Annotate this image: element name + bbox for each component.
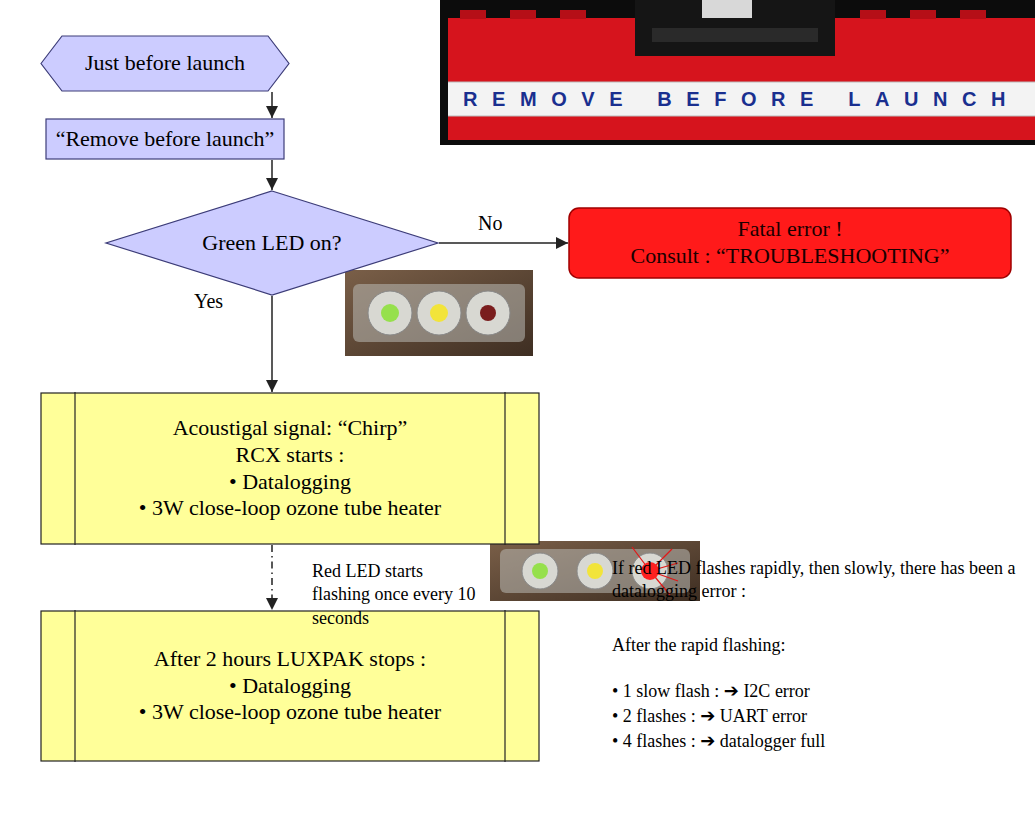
yellow-led [430, 304, 448, 322]
edge-label: Red LED starts flashing once every 10 se… [312, 560, 484, 630]
error-box: Fatal error !Consult : “TROUBLESHOOTING” [568, 207, 1012, 279]
stud [460, 10, 486, 19]
process-side-bar [74, 392, 75, 545]
node-text: RCX starts : [236, 442, 345, 469]
diamond-outline [106, 191, 438, 295]
pin [702, 0, 752, 18]
box-outline [41, 393, 539, 544]
node-text: Acoustigal signal: “Chirp” [173, 415, 408, 442]
flow-arrow [271, 92, 273, 118]
note-text: If red LED flashes rapidly, then slowly,… [612, 557, 1030, 604]
error-code: • 2 flashes : ➔ UART error [612, 705, 1030, 728]
error-code: • 1 slow flash : ➔ I2C error [612, 680, 1030, 703]
node-text: Green LED on? [202, 230, 341, 257]
stud [860, 10, 886, 19]
node-text: • Datalogging [229, 469, 351, 496]
led-ring [368, 291, 412, 335]
error-code: • 4 flashes : ➔ datalogger full [612, 730, 1030, 753]
black-brick [635, 0, 835, 56]
flow-arrow [271, 545, 273, 610]
led-ring [466, 291, 510, 335]
decision-diamond: Green LED on? [105, 190, 439, 296]
white-strip [448, 82, 1035, 116]
strip-edge [448, 116, 1035, 117]
flow-arrow [271, 296, 273, 392]
photo-background [345, 270, 533, 356]
node-text: “Remove before launch” [56, 126, 275, 153]
predefined-process: After 2 hours LUXPAK stops :• Dataloggin… [40, 610, 540, 762]
process-side-bar [504, 610, 505, 762]
photo-background [440, 0, 1035, 145]
node-text: • 3W close-loop ozone tube heater [139, 495, 441, 522]
rounded-outline [569, 208, 1011, 278]
flow-arrow [271, 160, 273, 190]
process-box: “Remove before launch” [45, 118, 285, 160]
predefined-process: Acoustigal signal: “Chirp”RCX starts :• … [40, 392, 540, 545]
led-housing [353, 284, 525, 342]
note-text: After the rapid flashing: [612, 634, 1030, 657]
edge-label: Yes [194, 288, 254, 314]
stud [910, 10, 936, 19]
process-side-bar [74, 610, 75, 762]
hexagon-outline [41, 36, 289, 91]
yellow-led [587, 563, 603, 579]
red-brick [448, 18, 1035, 140]
node-text: After 2 hours LUXPAK stops : [154, 646, 426, 673]
process-side-bar [504, 392, 505, 545]
node-text: • Datalogging [229, 673, 351, 700]
edge-label: No [478, 210, 538, 236]
led-ring [577, 553, 613, 589]
box-outline [46, 119, 284, 159]
node-text: Fatal error ! [737, 216, 842, 243]
led-photo [345, 270, 533, 356]
node-text: Just before launch [85, 50, 245, 77]
green-led [532, 563, 548, 579]
node-text: Consult : “TROUBLESHOOTING” [631, 243, 950, 270]
box-outline [41, 611, 539, 761]
stud [960, 10, 986, 19]
stud [560, 10, 586, 19]
node-text: • 3W close-loop ozone tube heater [139, 699, 441, 726]
tag-photo [440, 0, 1035, 145]
red-led [480, 305, 496, 321]
tag-lettering: REMOVE BEFORE LAUNCH [463, 82, 1020, 116]
black-brick-holes [652, 28, 818, 42]
start-hexagon: Just before launch [40, 35, 290, 92]
stud [510, 10, 536, 19]
led-ring [522, 553, 558, 589]
strip-edge [448, 82, 1035, 83]
led-ring [417, 291, 461, 335]
flow-arrow [439, 242, 568, 244]
green-led [381, 304, 399, 322]
